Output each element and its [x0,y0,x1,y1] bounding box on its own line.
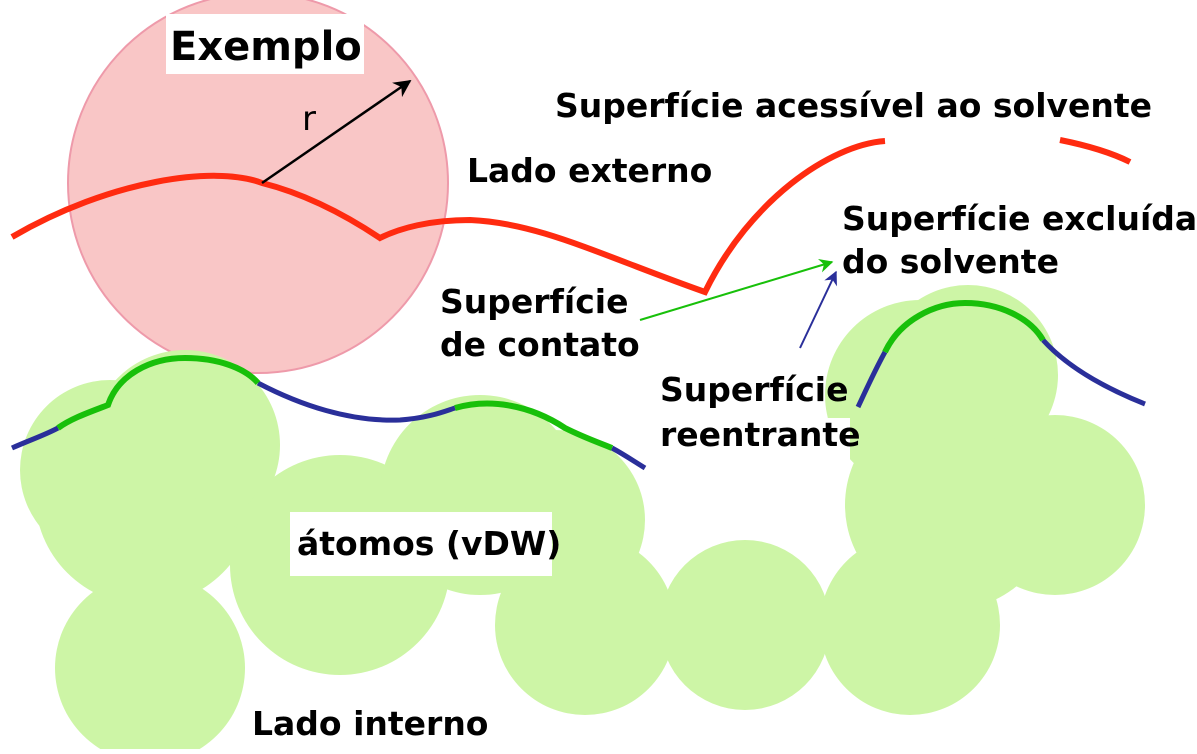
atom [965,415,1145,595]
reentrant-surface [1041,338,1146,407]
reentrant-surface [256,380,456,423]
inner-side-label: Lado interno [252,704,488,743]
reentrant-surface [10,425,60,451]
example-label: Exemplo [170,24,362,70]
excluded-surface-label-line1: Superfície excluída [842,199,1197,238]
contact-surface [454,400,614,451]
atom [495,535,675,715]
atom [660,540,830,710]
excluded-surface-label-line2: do solvente [842,242,1059,281]
reentrant-pointer-arrow [799,270,837,349]
solvent-accessible-surface [10,138,886,296]
atoms-label-box [290,512,552,576]
contact-surface [882,299,1046,354]
example-label-box [166,14,364,74]
reentrant-surface-label-line1: Superfície [660,370,848,409]
reentrant-surface [855,350,888,409]
atom [820,535,1000,715]
reentrant-label-box [640,418,850,466]
reentrant-surface-label-line2: reentrante [660,415,861,454]
reentrant-surface [610,445,647,471]
contact-surface-label-line1: Superfície [440,282,628,321]
contact-surface-label-line2: de contato [440,325,640,364]
contact-pointer-arrow [639,258,834,321]
radius-label: r [302,99,316,139]
outer-side-label: Lado externo [467,151,712,190]
radius-arrow [261,79,412,185]
solvent-accessible-surface-right [1059,137,1132,165]
probe-sphere [67,0,449,374]
atom [55,573,245,754]
contact-surface [56,354,261,431]
accessible-surface-label: Superfície acessível ao solvente [555,86,1152,125]
atoms-label: átomos (vDW) [297,524,561,563]
